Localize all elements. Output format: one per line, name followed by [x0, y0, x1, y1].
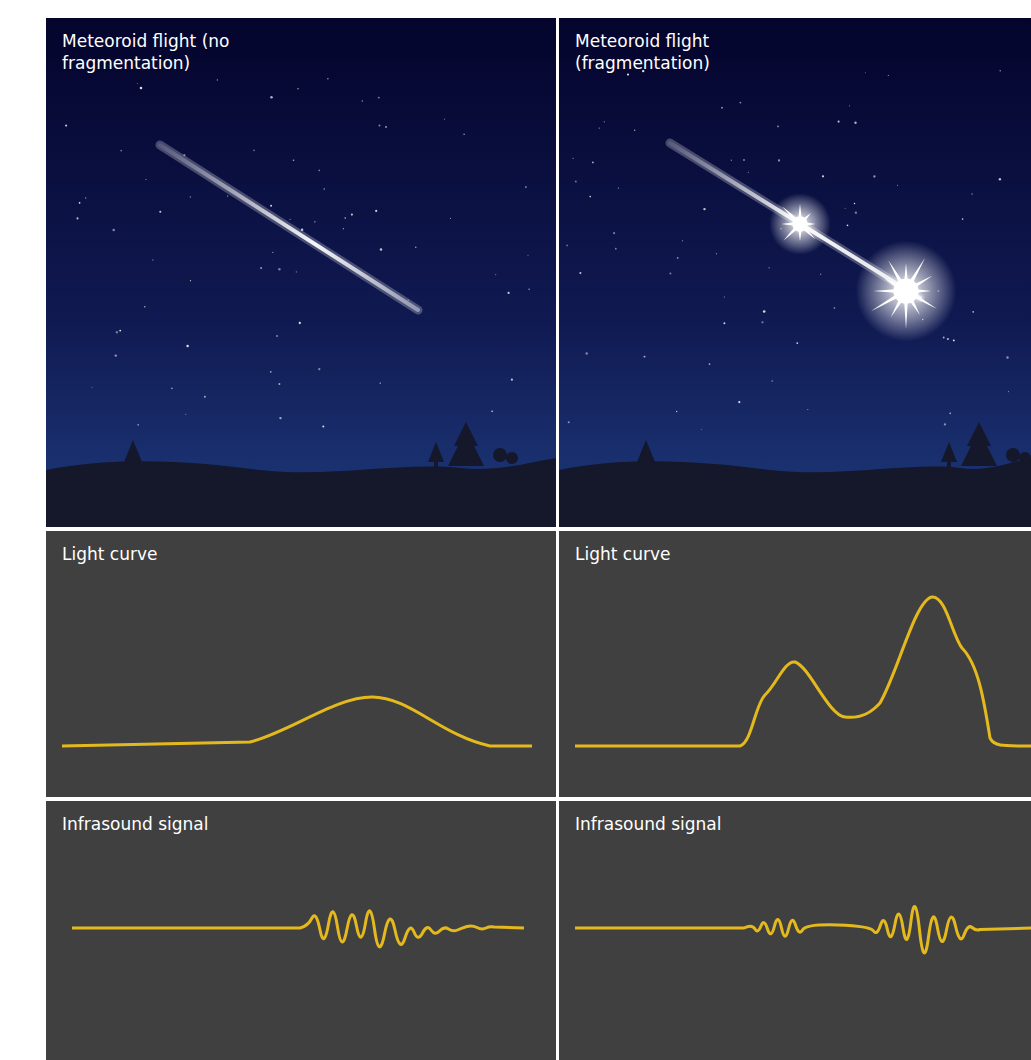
ground — [46, 458, 556, 527]
panel-background — [46, 801, 556, 1060]
stars — [65, 70, 1009, 430]
panel: Light curve — [46, 531, 556, 797]
panel-title: Light curve — [575, 543, 765, 565]
meteor-streak — [160, 145, 418, 310]
trees — [120, 422, 1031, 474]
panel: Meteoroid flight (no fragmentation) — [46, 18, 556, 527]
meteor-glow — [160, 145, 418, 310]
panel-background — [559, 531, 1031, 797]
panel-title: Light curve — [62, 543, 252, 565]
sky-background — [559, 18, 1031, 527]
panel-title: Meteoroid flight (fragmentation) — [575, 30, 765, 74]
sky-background — [46, 18, 556, 527]
light-curve — [62, 697, 532, 746]
ground — [559, 458, 1031, 527]
panel-title: Infrasound signal — [575, 813, 765, 835]
panel: Light curve — [559, 531, 1031, 797]
infrasound-wave — [575, 906, 1031, 952]
light-curve — [575, 597, 1031, 746]
panel-title: Meteoroid flight (no fragmentation) — [62, 30, 252, 74]
infrasound-wave — [72, 911, 524, 947]
panel: Infrasound signal — [559, 801, 1031, 1060]
panel-title: Infrasound signal — [62, 813, 252, 835]
panel: Infrasound signal — [46, 801, 556, 1060]
panel-background — [46, 531, 556, 797]
fragmentation-bursts — [769, 193, 956, 341]
panel: Meteoroid flight (fragmentation) — [559, 18, 1031, 527]
panel-background — [559, 801, 1031, 1060]
